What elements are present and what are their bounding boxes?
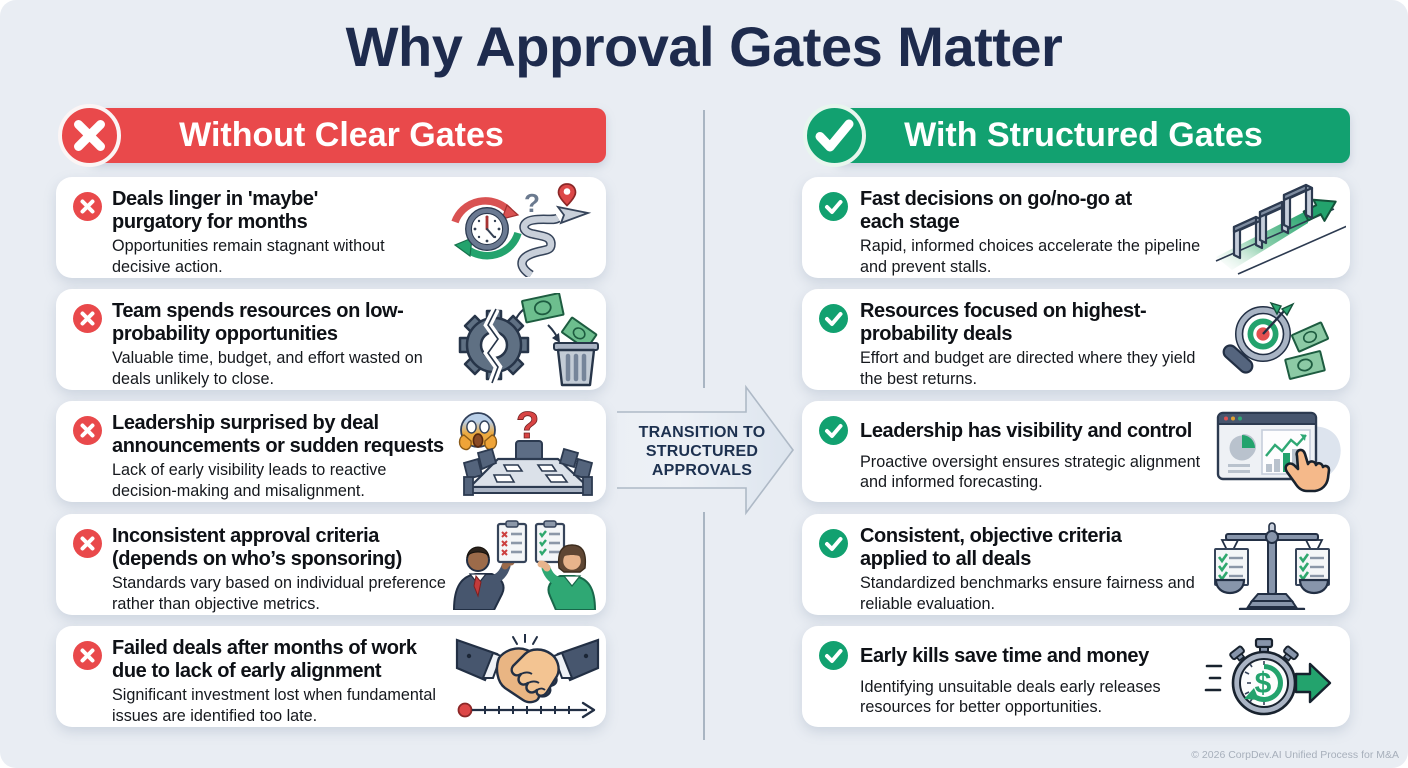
svg-text:?: ? (524, 188, 540, 218)
svg-text:$: $ (1255, 667, 1272, 700)
